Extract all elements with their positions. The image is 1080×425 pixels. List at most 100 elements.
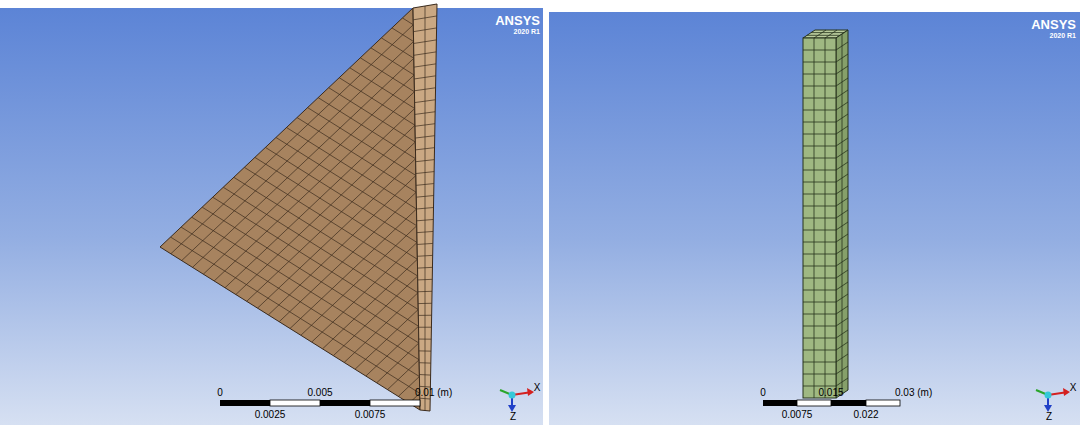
mesh-line [803,122,836,123]
triad-origin [1045,392,1052,399]
mesh-line [814,30,826,38]
scale-segment [866,400,900,406]
mesh-side-face [836,30,848,398]
mesh-line [803,194,836,195]
mesh-line [803,74,836,75]
scale-segment [831,400,866,406]
mesh-line [234,177,418,292]
mesh-line [807,35,840,36]
mesh-line [360,58,414,92]
mesh-line [171,25,413,254]
mesh-line [287,128,417,210]
axis-label: X [534,383,541,393]
mesh-line [258,159,416,308]
axis-triad [1036,388,1070,412]
mesh-line [803,86,836,87]
mesh-line [323,259,418,349]
mesh-line [213,197,419,326]
software-logo: ANSYS [1031,18,1076,31]
mesh-line [803,326,836,327]
mesh-line [811,32,844,33]
mesh-line [290,209,417,329]
scale-segment [370,400,420,406]
mesh-line [214,92,414,281]
mesh-line [803,266,836,267]
scale-bar [220,400,420,406]
scale-segment [320,400,370,406]
mesh-line [392,28,414,42]
mesh-line [247,142,416,301]
mesh-line [803,218,836,219]
z-arrowhead [1044,405,1052,412]
mesh-line [803,362,836,363]
scale-value: 0.0075 [355,410,386,420]
viewport-background [0,8,543,425]
x-arrowhead [1063,388,1070,396]
mesh-side-face [413,4,437,411]
mesh-line [425,6,426,411]
z-arrowhead [508,405,516,412]
mesh-line [803,350,836,351]
mesh-line [344,293,418,363]
mesh-line [825,30,837,38]
mesh-line [803,182,836,183]
mesh-line [350,68,415,109]
axis-label: Z [510,412,516,422]
mesh-line [318,98,416,159]
mesh-line [803,314,836,315]
mesh-line [355,310,418,370]
scale-segment [220,400,270,406]
mesh-line [803,278,836,279]
axis-triad [500,388,534,412]
mesh-line [268,176,416,315]
mesh-lines [171,18,420,403]
mesh-line [803,374,836,375]
mesh-line [171,237,420,393]
mesh-line [825,38,826,398]
mesh-line [803,242,836,243]
mesh-line [803,290,836,291]
mesh-line [333,276,417,356]
scale-value: 0.0075 [782,410,813,420]
x-arrowhead [527,388,534,396]
mesh-line [803,206,836,207]
scale-value: 0.015 [818,388,843,398]
scale-value: 0 [760,388,766,398]
mesh-line [803,98,836,99]
scale-value: 0.03 (m) [895,388,932,398]
mesh-line [329,88,416,142]
scale-value: 0.022 [853,410,878,420]
mesh-line [803,62,836,63]
mesh-line [371,48,414,75]
mesh-line [312,243,417,343]
scale-segment [763,400,797,406]
mesh-line [803,386,836,387]
mesh-front-face [803,38,836,398]
mesh-line [803,302,836,303]
scale-value: 0.0025 [255,410,286,420]
mesh-line [803,170,836,171]
mesh-line [279,192,416,321]
axis-label: Z [1046,412,1052,422]
mesh-line [255,157,418,259]
mesh-line [803,134,836,135]
software-version: 2020 R1 [1050,32,1076,39]
mesh-line [301,226,417,336]
mesh-line [388,360,420,390]
scale-segment [270,400,320,406]
triad-origin [509,392,516,399]
mesh-line [381,38,414,58]
mesh-line [814,38,815,398]
scale-segment [797,400,831,406]
mesh-line [308,108,416,176]
axis-label: X [1070,383,1077,393]
scale-bar [763,400,900,406]
mesh-line [276,137,417,225]
mesh-line [377,343,419,383]
mesh-lines [803,30,848,398]
bar-mesh [803,30,848,398]
viewport-background [549,12,1080,425]
mesh-lines [413,6,437,411]
mesh-line [803,158,836,159]
